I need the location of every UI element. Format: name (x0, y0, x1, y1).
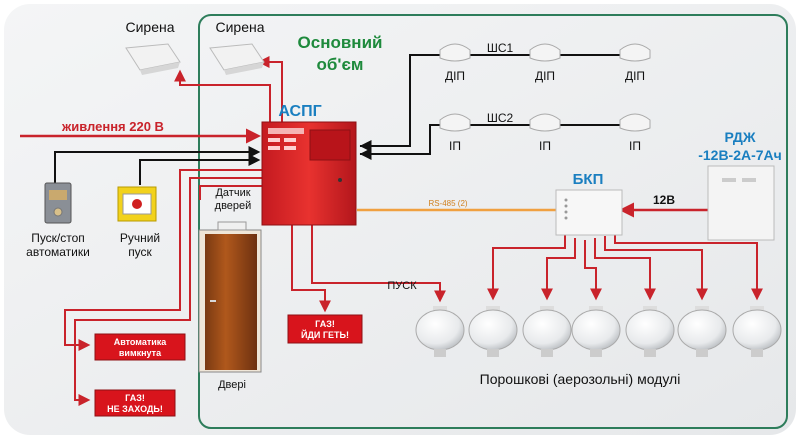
sign-automation-off: Автоматика вимкнута (94, 333, 186, 361)
door-sensor-label-line1: Датчик (215, 187, 250, 199)
bkp-label: БКП (573, 171, 604, 188)
door-sensor-label-line2: дверей (215, 200, 252, 212)
aspg-control-panel (261, 121, 357, 226)
module-1 (415, 306, 465, 357)
dip-label-1: ДІП (445, 69, 465, 83)
sign-automation-off-line2: вимкнута (119, 348, 162, 358)
ip-label-3: ІП (629, 139, 641, 153)
siren2-label: Сирена (215, 19, 264, 35)
v12-label: 12В (653, 193, 675, 207)
rs485-label: RS-485 (2) (428, 199, 467, 208)
manual-start-label-line1: Ручний (120, 231, 160, 245)
ip-label-2: ІП (539, 139, 551, 153)
sign-gas-no-entry: ГАЗ! НЕ ЗАХОДЬ! (94, 389, 176, 417)
module-2 (468, 306, 518, 357)
room-title-line1: Основний (298, 33, 383, 52)
shs1-label: ШС1 (487, 41, 514, 55)
modules-label: Порошкові (аерозольні) модулі (480, 371, 681, 387)
bkp-module-wires (487, 232, 763, 301)
module-4 (571, 306, 621, 357)
start-stop-label-line2: автоматики (26, 245, 90, 259)
sign-gas-go-out: ГАЗ! ЙДИ ГЕТЬ! (287, 314, 363, 344)
sign-automation-off-line1: Автоматика (114, 337, 168, 347)
shs2-label: ШС2 (487, 111, 514, 125)
rdzh-label-line2: -12В-2А-7Ач (698, 147, 782, 163)
sign-gas-no-entry-line2: НЕ ЗАХОДЬ! (107, 404, 163, 414)
siren2-wire (257, 56, 283, 122)
dip-label-3: ДІП (625, 69, 645, 83)
sign-gas-go-out-line2: ЙДИ ГЕТЬ! (301, 329, 349, 340)
dip-label-2: ДІП (535, 69, 555, 83)
bkp-box (555, 189, 623, 236)
siren1-label: Сирена (125, 19, 174, 35)
siren-1 (125, 43, 181, 75)
gas-no-entry-wire (74, 177, 262, 406)
room-title-line2: об'єм (317, 55, 364, 74)
automation-off-wire (64, 169, 262, 351)
module-7 (732, 306, 782, 357)
aerosol-modules (415, 306, 782, 357)
siren1-wire (174, 69, 271, 122)
module-5 (625, 306, 675, 357)
siren-2 (209, 43, 265, 75)
sign-gas-no-entry-line1: ГАЗ! (125, 393, 145, 403)
manual-start-label-line2: пуск (128, 245, 152, 259)
start-stop-wire (54, 146, 261, 190)
doors-label: Двері (218, 379, 246, 391)
sign-gas-go-out-line1: ГАЗ! (315, 319, 335, 329)
door-sensor-wire (199, 185, 262, 200)
gas-go-out-wire (291, 225, 331, 313)
smoke-detectors (439, 43, 651, 62)
main-room-border (198, 14, 788, 429)
heat-detectors (439, 113, 651, 132)
manual-start-button (117, 186, 157, 222)
start-stop-switch (44, 182, 72, 224)
manual-start-wire (139, 154, 261, 185)
rdzh-label-line1: РДЖ (724, 129, 755, 145)
start-stop-label-line1: Пуск/стоп (31, 231, 85, 245)
module-3 (522, 306, 572, 357)
power-label: живлення 220 В (61, 119, 164, 134)
rdzh-power-supply (707, 165, 775, 241)
pusk-wire (311, 225, 446, 303)
aspg-label: АСПГ (278, 103, 321, 120)
door (198, 229, 262, 373)
module-6 (677, 306, 727, 357)
door-sensor (217, 221, 247, 231)
ip-label-1: ІП (449, 139, 461, 153)
pusk-label: ПУСК (387, 280, 417, 292)
